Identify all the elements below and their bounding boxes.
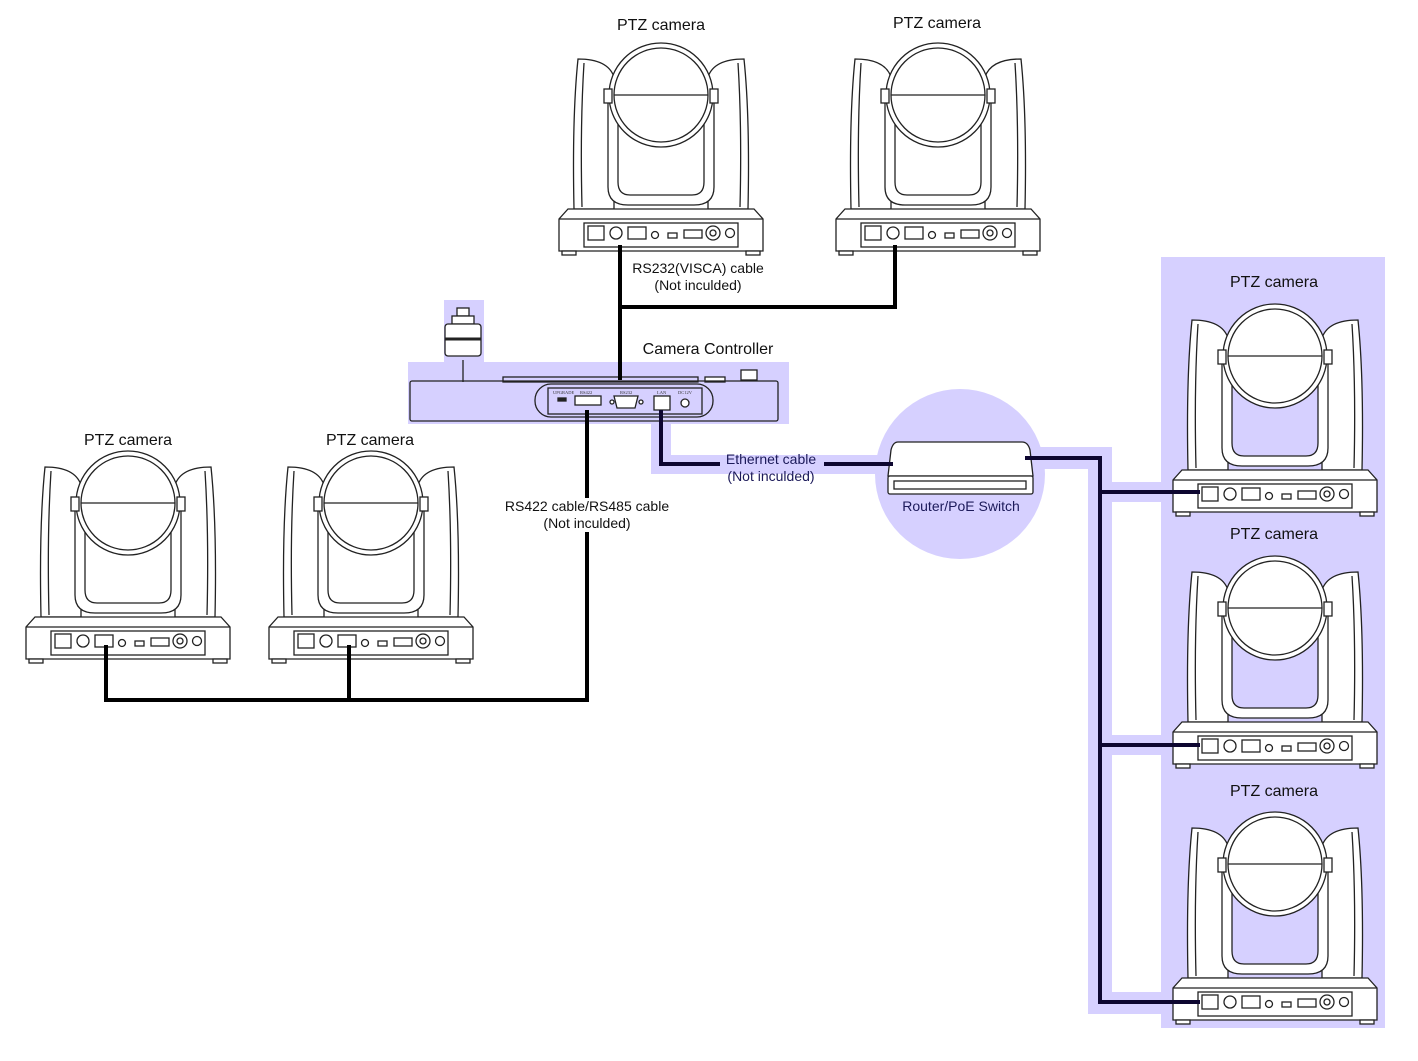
camera-controller [409,307,779,422]
rs422-cable-name: RS422 cable/RS485 cable [504,498,670,514]
serial-cables [104,245,897,702]
camera-label: PTZ camera [325,432,415,449]
rs232-cable-label: RS232(VISCA) cable (Not inculded) [632,260,764,294]
ptz-camera-left-2 [268,450,474,664]
port-label-rs232: RS232 [620,390,632,395]
ethernet-cable-controller [659,410,720,466]
ptz-camera-top-1 [558,42,764,256]
camera-label: PTZ camera [1229,783,1319,800]
ethernet-cable-name: Ethernet cable [725,451,817,467]
rs422-cable-label: RS422 cable/RS485 cable (Not inculded) [504,498,670,532]
switch-label: Router/PoE Switch [902,498,1020,514]
ethernet-cable-note: (Not inculded) [727,468,815,484]
ptz-camera-left-1 [25,450,231,664]
controller-label: Camera Controller [642,341,774,358]
camera-label: PTZ camera [83,432,173,449]
camera-label: PTZ camera [892,15,982,32]
camera-label: PTZ camera [1229,274,1319,291]
ptz-camera-top-2 [835,42,1041,256]
camera-label: PTZ camera [616,17,706,34]
controller-port-labels: UPGRADE RS422 RS232 LAN DC12V [553,390,693,395]
ethernet-cable-trunk [1025,456,1200,1004]
rs232-cable-branch [620,245,897,309]
rs232-cable-name: RS232(VISCA) cable [632,260,764,276]
controller-highlight [408,362,789,424]
port-label-lan: LAN [657,390,667,395]
rs422-cable-note: (Not inculded) [543,515,631,531]
port-label-rs422: RS422 [580,390,592,395]
camera-label: PTZ camera [1229,526,1319,543]
ethernet-cable-label: Ethernet cable (Not inculded) [726,451,816,485]
port-label-upgrade: UPGRADE [553,390,575,395]
rs232-cable-note: (Not inculded) [654,277,742,293]
router-poe-switch [887,441,1034,495]
rs422-cable [104,410,589,702]
ethernet-cables [659,410,1200,1004]
port-label-dc12v: DC12V [678,390,693,395]
